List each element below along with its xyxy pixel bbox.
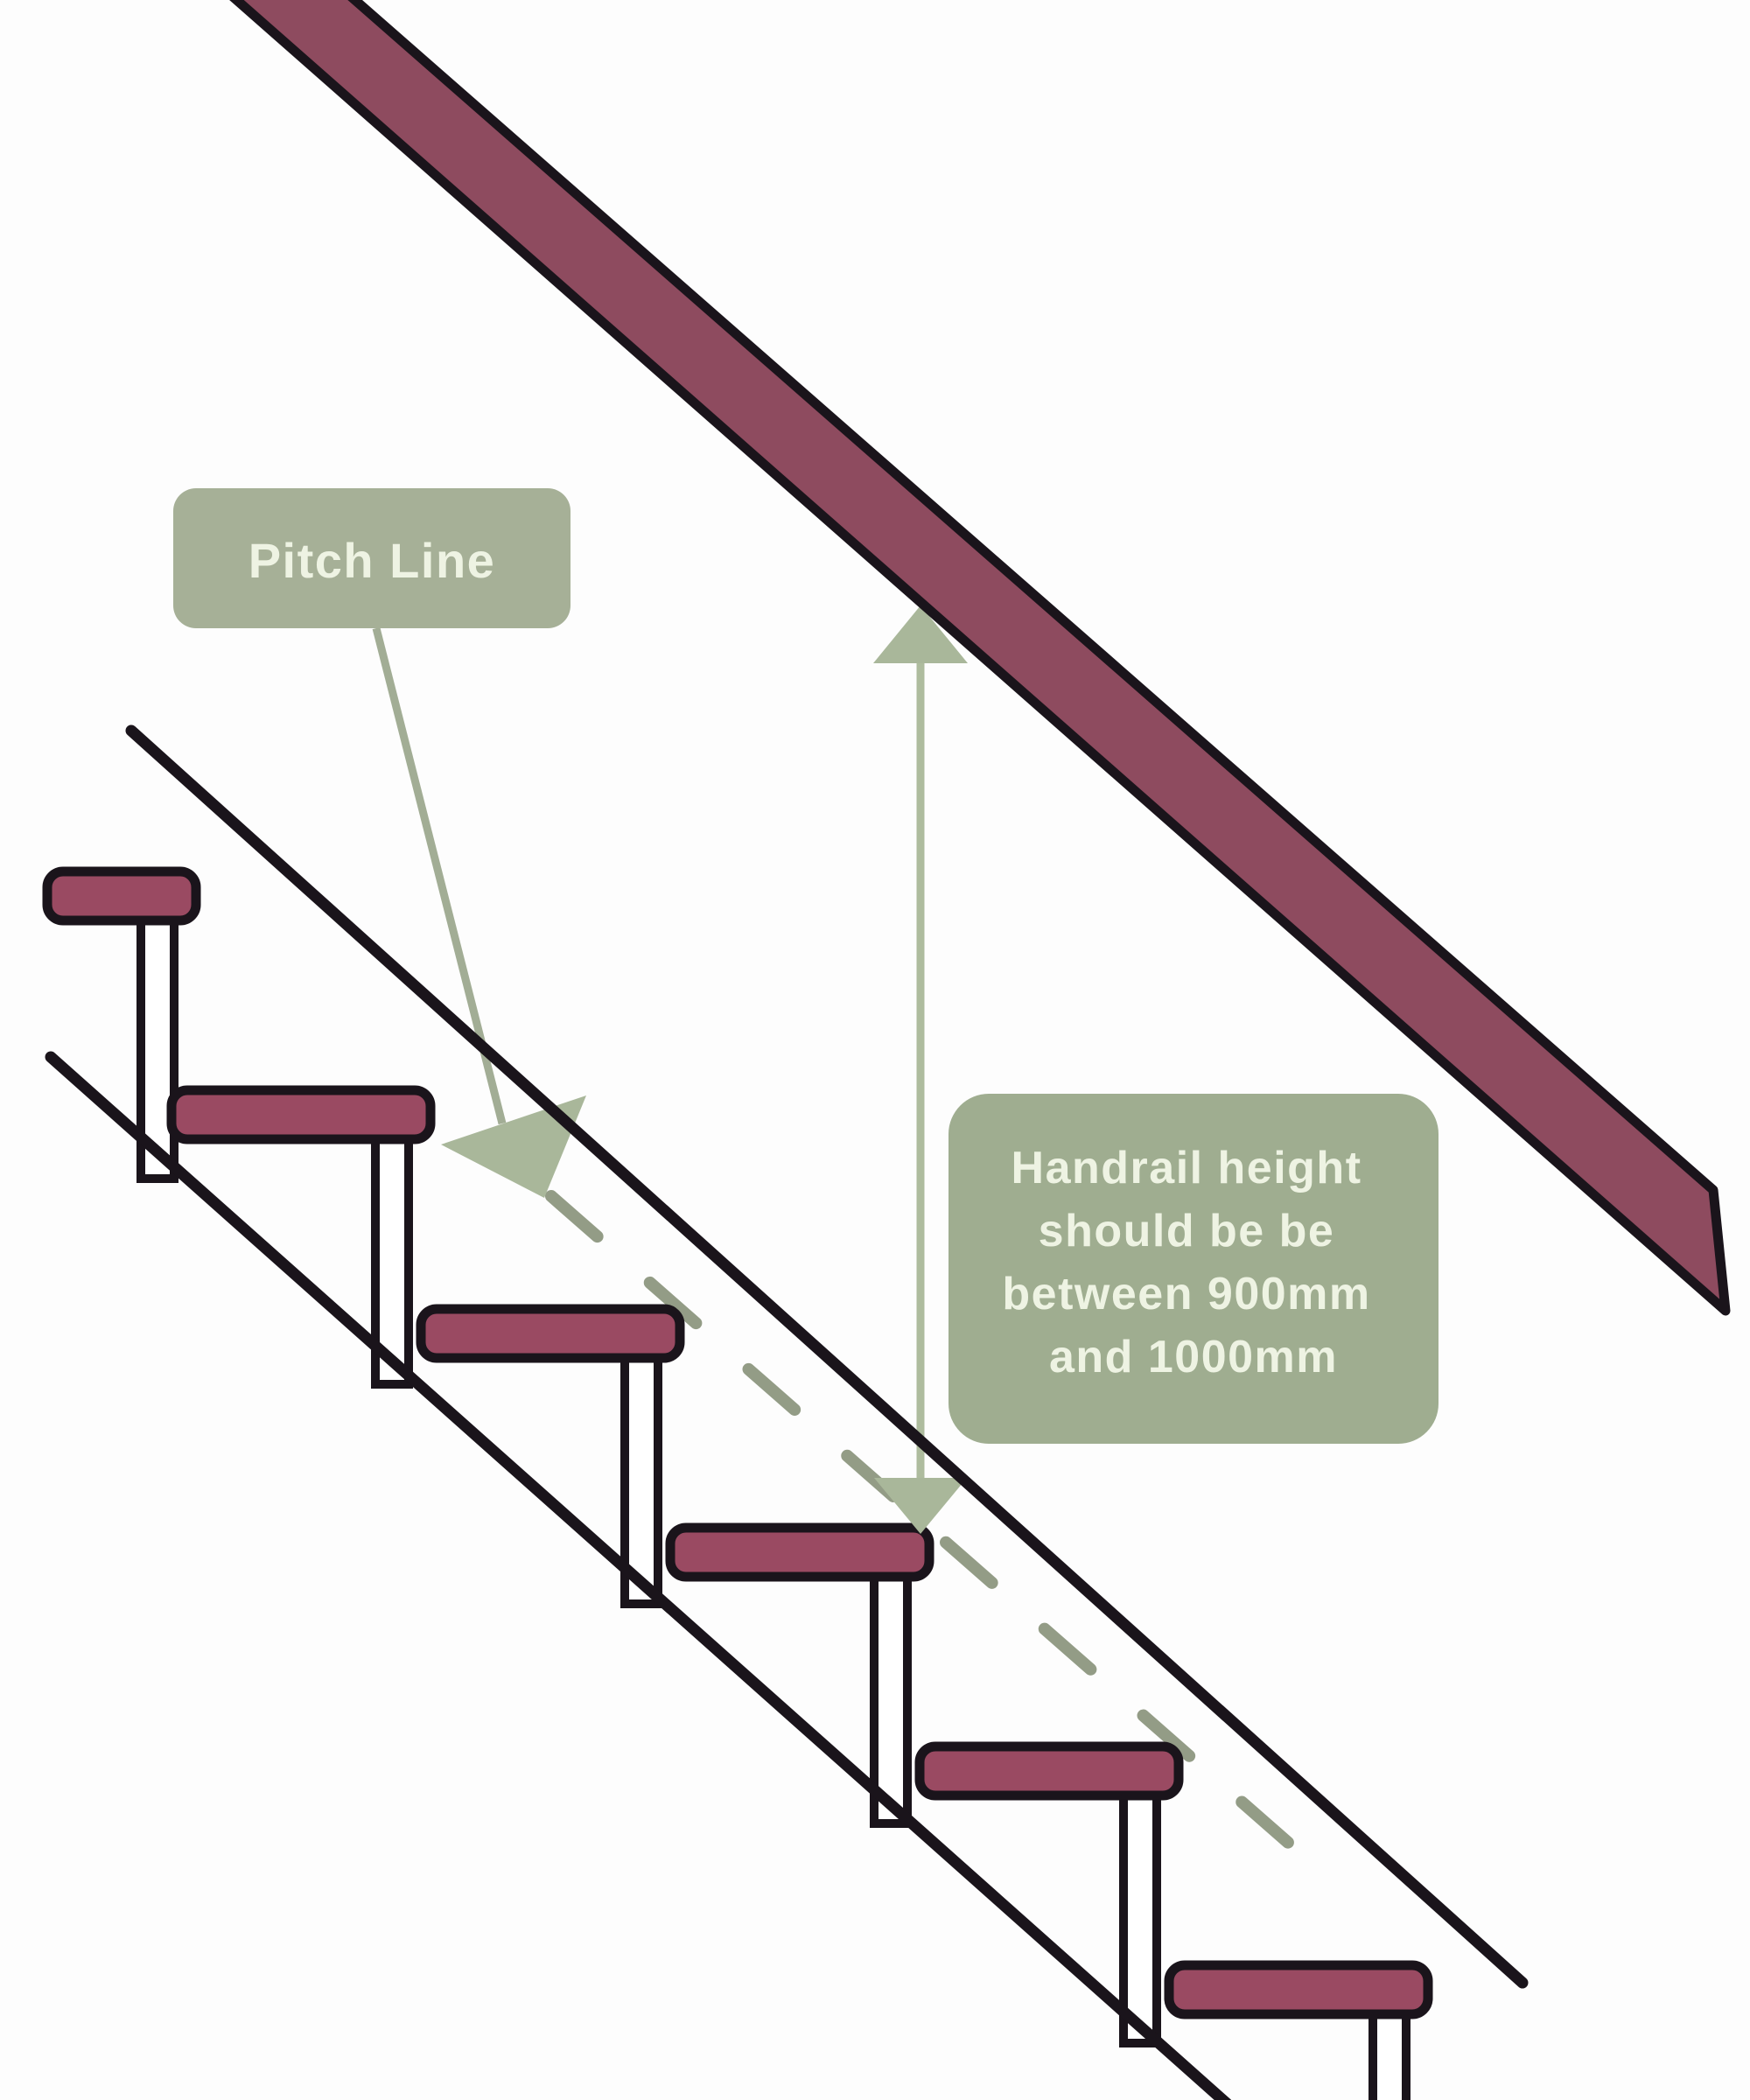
staircase-steps: [42, 866, 1433, 2100]
upper-stringer-line: [125, 724, 1529, 1989]
pitch-line-label: Pitch Line: [173, 488, 570, 628]
step-4-riser: [870, 1544, 912, 1828]
height-measure-arrow: [873, 606, 968, 1534]
step-4-tread: [665, 1522, 934, 1582]
handrail-note-line-1: Handrail height: [1012, 1143, 1362, 1194]
pitch-line-label-text: Pitch Line: [248, 533, 496, 588]
step-3-tread: [416, 1304, 685, 1363]
step-6-tread: [1164, 1960, 1433, 2020]
step-5-tread: [914, 1741, 1184, 1801]
handrail-note-text: Handrail height should be be between 900…: [1002, 1143, 1384, 1382]
handrail-note-line-3: between 900mm: [1002, 1269, 1370, 1320]
arrow-up-icon: [873, 606, 968, 663]
step-3-riser: [620, 1326, 662, 1608]
step-2-tread: [166, 1085, 436, 1144]
handrail: [229, 0, 1731, 1316]
handrail-note-box: [948, 1094, 1438, 1444]
pitch-line-dashed: [545, 1190, 1299, 1853]
handrail-note-line-4: and 1000mm: [1049, 1332, 1338, 1382]
step-5-riser: [1119, 1763, 1161, 2048]
lower-stringer-line: [45, 1051, 1232, 2100]
handrail-note-line-2: should be be: [1039, 1206, 1335, 1256]
step-1-tread: [42, 866, 201, 926]
pitch-line-arrowhead-icon: [441, 1096, 586, 1198]
arrow-down-icon: [874, 1478, 967, 1534]
pitch-line-label-box: [173, 488, 570, 628]
handrail-height-note: Handrail height should be be between 900…: [948, 1094, 1438, 1444]
